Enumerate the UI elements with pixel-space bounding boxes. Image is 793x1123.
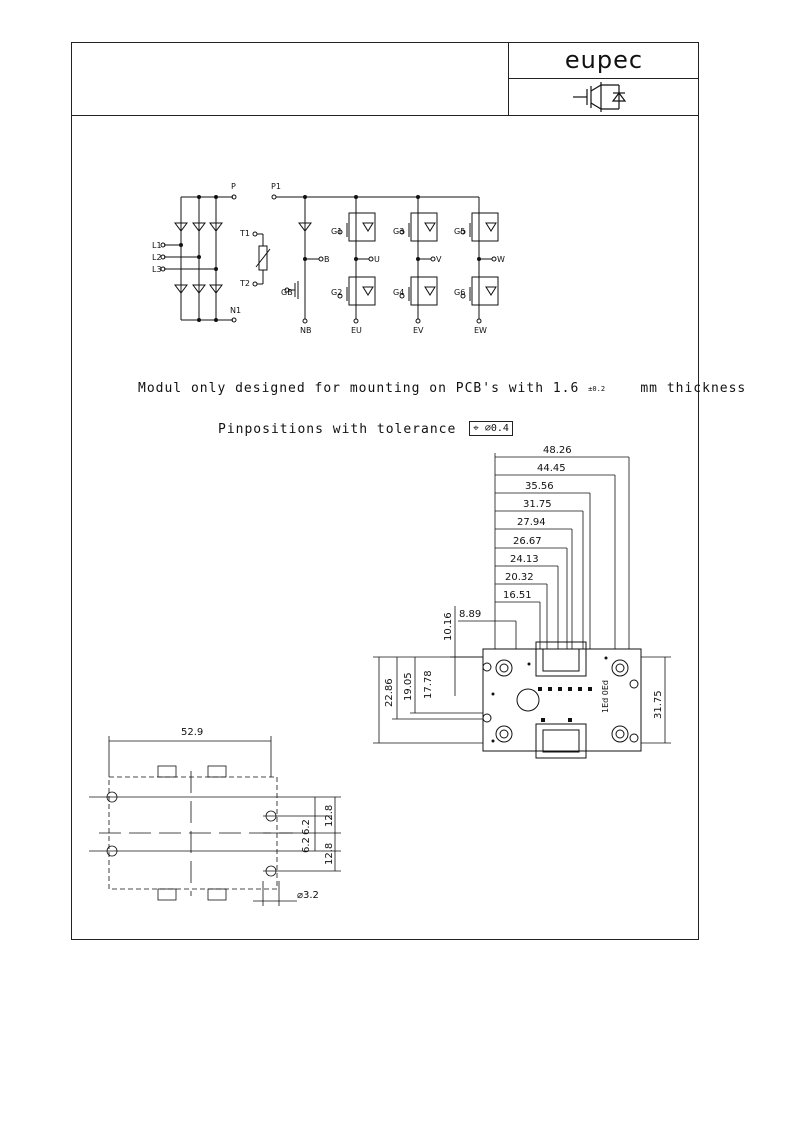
dim-v-3: 17.78 xyxy=(423,670,434,699)
dim-hole-width: 52.9 xyxy=(181,727,203,738)
label-EW: EW xyxy=(474,326,487,335)
label-G5: G5 xyxy=(454,227,465,236)
label-V: V xyxy=(436,255,442,264)
label-G3: G3 xyxy=(393,227,404,236)
label-EU: EU xyxy=(351,326,362,335)
dim-h-8: 16.51 xyxy=(503,590,532,601)
label-T2: T2 xyxy=(239,279,250,288)
label-G4: G4 xyxy=(393,288,404,297)
label-L2: L2 xyxy=(152,253,162,262)
label-G6: G6 xyxy=(454,288,465,297)
dim-h-2: 35.56 xyxy=(525,481,554,492)
igbt-with-diode-icon xyxy=(573,82,627,112)
dim-h-7: 20.32 xyxy=(505,572,534,583)
dim-v-0: 10.16 xyxy=(443,612,454,641)
dim-v-right: 31.75 xyxy=(653,690,664,719)
dim-hole-pitch-a: 12.8 xyxy=(324,805,335,827)
dim-v-1: 22.86 xyxy=(384,678,395,707)
mounting-note-suffix: mm thickness xyxy=(640,381,747,396)
label-EV: EV xyxy=(413,326,424,335)
label-W: W xyxy=(497,255,505,264)
tolerance-value: ⌀0.4 xyxy=(484,423,509,434)
part-marking: 1Ed 0Ed xyxy=(601,680,610,713)
label-P: P xyxy=(231,182,236,191)
hole-pattern-view xyxy=(89,736,341,906)
label-B: B xyxy=(324,255,330,264)
dim-hole-pitch-b: 12.8 xyxy=(324,843,335,865)
label-P1: P1 xyxy=(271,182,281,191)
mounting-note-prefix: Modul only designed for mounting on PCB'… xyxy=(138,381,580,396)
dim-v-2: 19.05 xyxy=(403,672,414,701)
brand-logo: eupec xyxy=(564,46,644,74)
dim-h-3: 31.75 xyxy=(523,499,552,510)
dim-h-4: 27.94 xyxy=(517,517,546,528)
label-N1: N1 xyxy=(230,306,241,315)
pinpositions-label: Pinpositions with tolerance xyxy=(218,422,457,437)
title-block: eupec xyxy=(508,43,699,115)
dim-h-9: 8.89 xyxy=(459,609,481,620)
label-NB: NB xyxy=(300,326,311,335)
title-block-divider xyxy=(509,78,699,79)
dim-h-5: 26.67 xyxy=(513,536,542,547)
label-U: U xyxy=(374,255,380,264)
label-G2: G2 xyxy=(331,288,342,297)
label-GB: GB xyxy=(281,288,293,297)
dim-h-0: 48.26 xyxy=(543,445,572,456)
label-L1: L1 xyxy=(152,241,162,250)
position-tolerance-box: ⌖ ⌀0.4 xyxy=(469,421,513,436)
dim-h-6: 24.13 xyxy=(510,554,539,565)
mounting-note: Modul only designed for mounting on PCB'… xyxy=(138,381,746,396)
dim-hole-offset-a: 6.2 xyxy=(301,819,312,835)
label-T1: T1 xyxy=(239,229,250,238)
dim-hole-offset-b: 6.2 xyxy=(301,837,312,853)
header-divider xyxy=(72,115,698,116)
dim-hole-diameter: ⌀3.2 xyxy=(297,890,319,901)
label-L3: L3 xyxy=(152,265,162,274)
label-G1: G1 xyxy=(331,227,342,236)
drawing-sheet: eupec xyxy=(71,42,745,940)
module-top-view xyxy=(482,641,642,759)
dim-h-1: 44.45 xyxy=(537,463,566,474)
circuit-schematic: P P1 L1 L2 L3 N1 T1 T2 B GB NB G1 G2 G3 … xyxy=(89,182,671,906)
pinpositions-note: Pinpositions with tolerance ⌖ ⌀0.4 xyxy=(218,421,513,437)
mounting-tolerance: ±0.2 xyxy=(588,385,606,393)
